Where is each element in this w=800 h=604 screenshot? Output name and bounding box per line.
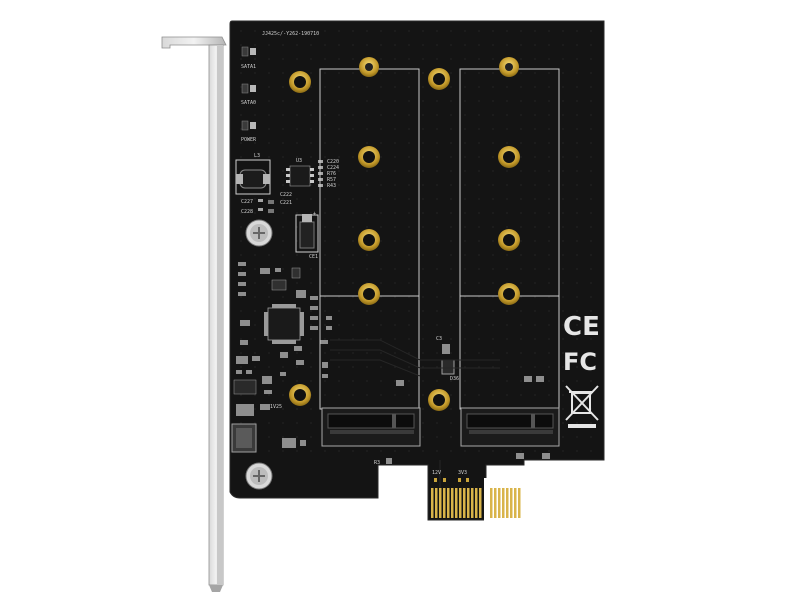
ic-label: U3: [296, 158, 302, 164]
cap-label-c228: C228: [241, 209, 253, 215]
plus-sign: +: [313, 211, 316, 217]
passive-components: C220 C224 R76 R57 R43 C227 C228 C222 C22…: [241, 159, 339, 215]
misc-label-r3: R3: [374, 460, 380, 466]
cap-label-c222: C222: [280, 192, 292, 198]
mounting-screws: [245, 219, 273, 490]
capacitor-ce1: CE1 +: [295, 211, 319, 260]
part-number-text: JJ425c/-Y262-190710: [262, 31, 319, 37]
certification-marks: CE FC: [563, 312, 600, 376]
cap-col-label-1: C220: [327, 159, 339, 165]
smd-components: [233, 262, 550, 464]
voltage-label: 1V25: [270, 404, 282, 410]
m2-connector-2: [460, 407, 560, 447]
pcie-label-12v: 12V: [432, 470, 441, 476]
standoff-holes: [289, 57, 520, 411]
ic-u3: U3: [286, 158, 314, 187]
led-label-sata1: SATA1: [241, 64, 256, 70]
power-inductor: [231, 423, 257, 453]
pcb-traces: [330, 339, 500, 500]
fc-mark: FC: [563, 348, 597, 376]
mounting-bracket: [161, 36, 227, 592]
led-label-sata0: SATA0: [241, 100, 256, 106]
cap-ce1-label: CE1: [309, 254, 318, 260]
pcie-label-3v3: 3V3: [458, 470, 467, 476]
pcie-edge-connector: 12V 3V3: [431, 470, 521, 518]
cap-label-c227: C227: [241, 199, 253, 205]
inductor-label: L3: [254, 153, 260, 159]
cap-col-label-2: C224: [327, 165, 339, 171]
cap-label-c221: C221: [280, 200, 292, 206]
weee-bin-icon: [565, 385, 599, 428]
cap-col-label-3: R76: [327, 171, 336, 177]
status-leds: SATA1 SATA0 POWER: [241, 46, 257, 143]
cap-col-label-4: R57: [327, 177, 336, 183]
led-label-power: POWER: [241, 137, 257, 143]
controller-chip: [264, 304, 304, 344]
edge-notch: [484, 478, 490, 522]
misc-label-c3: C3: [436, 336, 442, 342]
cap-col-label-5: R43: [327, 183, 336, 189]
m2-connector-1: [321, 407, 421, 447]
ce-mark: CE: [563, 312, 600, 342]
misc-label-d36: D36: [450, 376, 459, 382]
inductor-l3: L3: [235, 153, 271, 195]
pcb-board: [229, 20, 605, 521]
